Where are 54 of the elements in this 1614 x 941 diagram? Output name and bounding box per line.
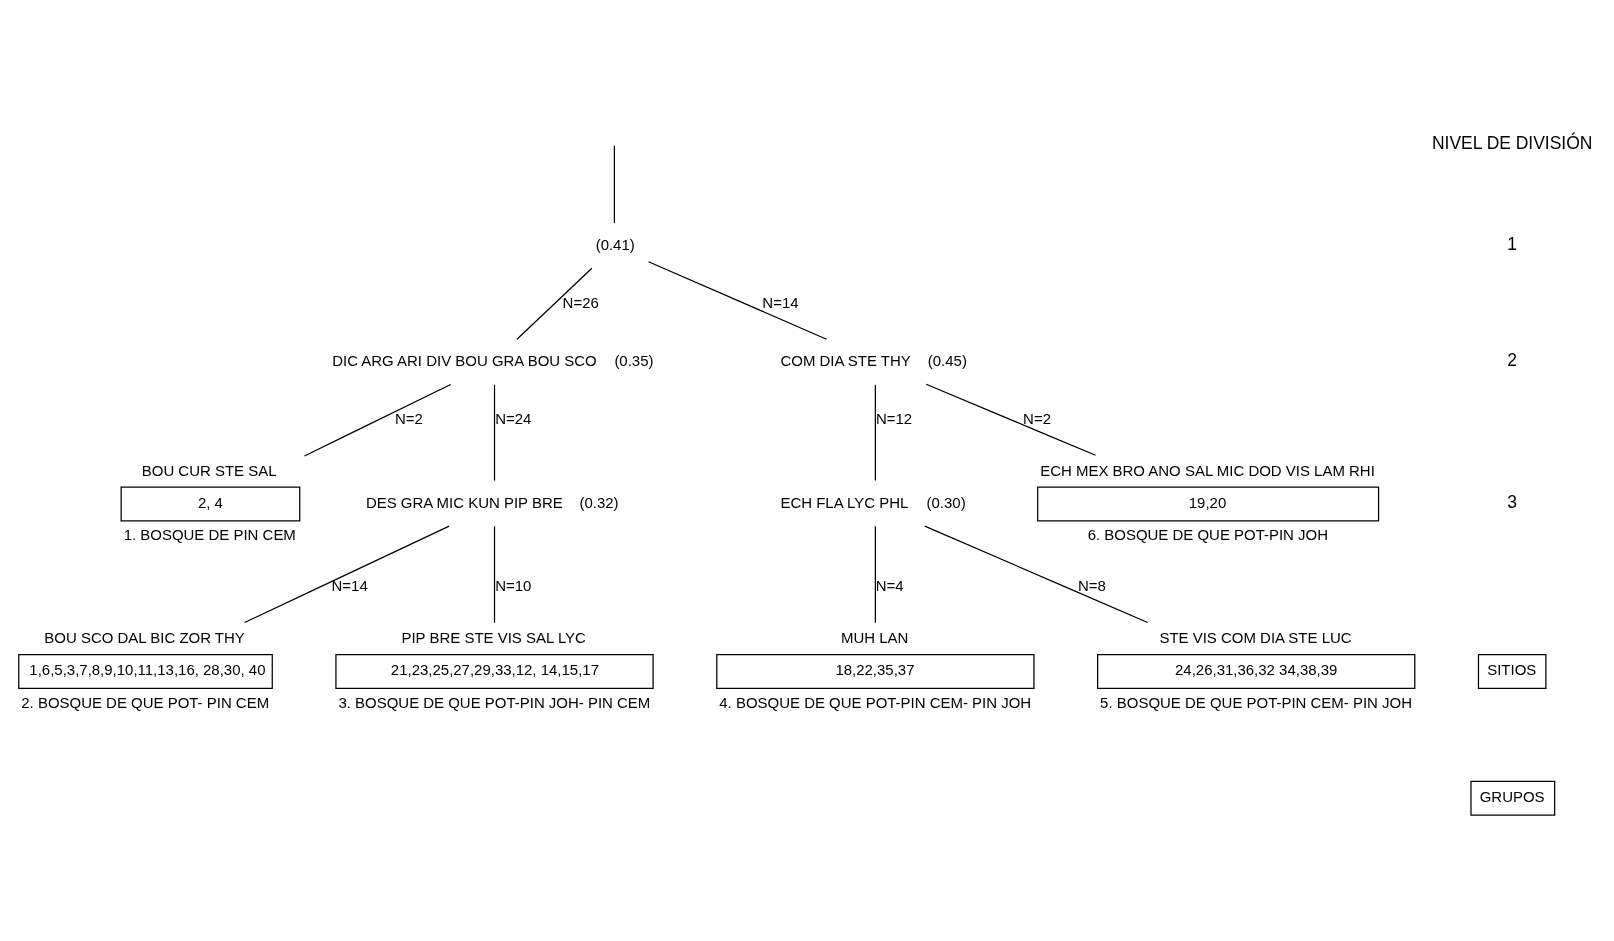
edge-label: N=14 [331, 576, 368, 594]
connector [647, 260, 828, 340]
edge-label: N=26 [562, 293, 599, 311]
edge-label: N=8 [1078, 576, 1106, 594]
node-text: (0.41) [595, 235, 635, 253]
node-box: 24,26,31,36,32 34,38,39 [1097, 653, 1416, 689]
node-label: STE VIS COM DIA STE LUC [1159, 628, 1352, 646]
node-box: 21,23,25,27,29,33,12, 14,15,17 [335, 653, 654, 689]
node-box: 1,6,5,3,7,8,9,10,11,13,16, 28,30, 40 [18, 653, 273, 689]
edge-label: N=2 [1023, 409, 1052, 427]
node-box: SITIOS [1477, 653, 1547, 689]
edge-label: N=12 [875, 409, 913, 427]
connector [925, 383, 1097, 456]
node-label: 6. BOSQUE DE QUE POT-PIN JOH [1087, 525, 1329, 543]
node-label: PIP BRE STE VIS SAL LYC [401, 628, 586, 646]
node-label: COM DIA STE THY [780, 351, 911, 369]
node-label: ECH MEX BRO ANO SAL MIC DOD VIS LAM RHI [1040, 461, 1375, 478]
label: 3 [1507, 491, 1518, 512]
edge-label: N=14 [762, 293, 799, 311]
node-label: 4. BOSQUE DE QUE POT-PIN CEM- PIN JOH [719, 693, 1032, 711]
connector [303, 383, 452, 457]
node-label: ECH FLA LYC PHL [780, 493, 909, 511]
node-label: BOU SCO DAL BIC ZOR THY [44, 628, 245, 646]
connector [243, 524, 450, 623]
connector [493, 383, 496, 481]
node-label: MUH LAN [841, 628, 909, 646]
connector [493, 525, 496, 623]
label: 2 [1507, 349, 1518, 370]
node-box: 19,20 [1037, 486, 1380, 522]
node-label: 5. BOSQUE DE QUE POT-PIN CEM- PIN JOH [1100, 693, 1413, 711]
edge-label: N=10 [495, 576, 532, 594]
node-label: DES GRA MIC KUN PIP BRE [365, 493, 563, 511]
node-label: 1. BOSQUE DE PIN CEM [123, 525, 296, 543]
edge-label: N=24 [495, 409, 532, 427]
node-text: (0.45) [927, 351, 967, 369]
node-box: 18,22,35,37 [716, 653, 1035, 689]
connector [874, 525, 876, 623]
node-label: 3. BOSQUE DE QUE POT-PIN JOH- PIN CEM [338, 693, 651, 711]
node-label: DIC ARG ARI DIV BOU GRA BOU SCO [332, 351, 597, 369]
node-label: BOU CUR STE SAL [141, 461, 277, 478]
edge-label: N=4 [875, 576, 904, 594]
connector [613, 144, 615, 224]
connector [924, 524, 1149, 623]
node-label: 2. BOSQUE DE QUE POT- PIN CEM [21, 693, 270, 711]
edge-label: N=2 [395, 409, 423, 427]
node-text: (0.30) [926, 493, 966, 511]
connector [516, 267, 593, 340]
label: NIVEL DE DIVISIÓN [1431, 132, 1593, 153]
connector [874, 383, 876, 481]
node-text: (0.32) [579, 493, 619, 511]
node-box: GRUPOS [1470, 780, 1556, 816]
node-text: (0.35) [614, 351, 654, 369]
label: 1 [1507, 233, 1518, 254]
node-box: 2, 4 [120, 486, 301, 522]
